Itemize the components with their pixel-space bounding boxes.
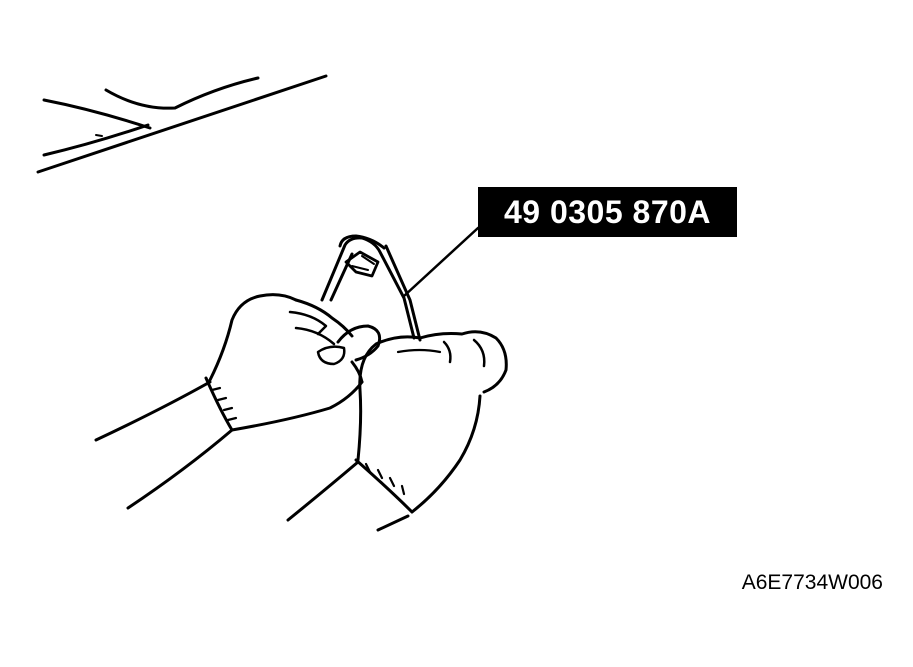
- trim-panel-edge-icon: [36, 74, 328, 174]
- figure-id-code: A6E7734W006: [741, 571, 883, 594]
- label-leader-line: [402, 226, 480, 298]
- tool-part-number-label: 49 0305 870A: [478, 187, 737, 237]
- gloved-left-hand-icon: [94, 293, 382, 510]
- clip-remover-tool-icon: [320, 234, 422, 342]
- gloved-right-hand-icon: [286, 330, 508, 532]
